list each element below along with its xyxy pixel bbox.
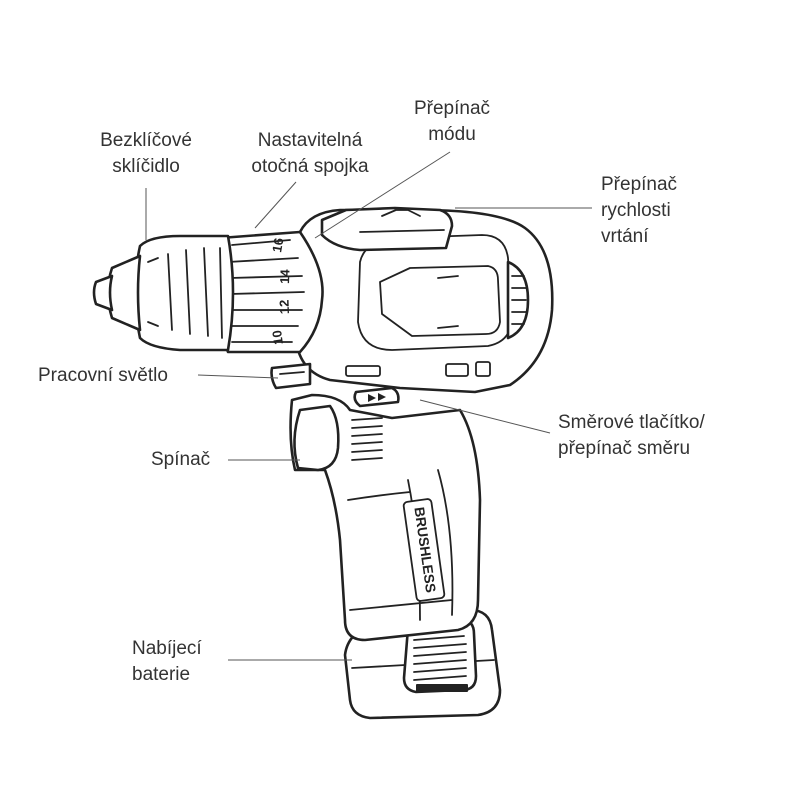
label-mode-switch: Přepínač módu bbox=[400, 96, 504, 148]
label-speed-switch: Přepínač rychlosti vrtání bbox=[601, 172, 677, 250]
svg-text:16: 16 bbox=[269, 237, 286, 254]
label-work-light: Pracovní světlo bbox=[38, 363, 168, 389]
clutch-numbers: 16 14 12 10 bbox=[269, 237, 292, 346]
label-line: Přepínač bbox=[601, 174, 678, 195]
label-line: otočná spojka bbox=[251, 156, 369, 177]
leader-lines bbox=[145, 151, 592, 661]
keyless-chuck bbox=[92, 234, 235, 352]
svg-text:14: 14 bbox=[277, 268, 293, 284]
side-vents bbox=[506, 260, 530, 340]
trigger bbox=[293, 404, 340, 472]
svg-text:12: 12 bbox=[277, 299, 292, 314]
label-adjustable-clutch: Nastavitelná otočná spojka bbox=[232, 128, 388, 180]
clutch-ring: 16 14 12 10 bbox=[213, 230, 324, 354]
label-line: módu bbox=[428, 124, 476, 145]
battery-vents bbox=[413, 635, 467, 681]
direction-switch bbox=[353, 386, 400, 408]
label-line: přepínač směru bbox=[558, 438, 691, 459]
label-line: Spínač bbox=[151, 449, 211, 470]
label-line: Nabíjecí bbox=[132, 638, 202, 659]
label-line: sklíčidlo bbox=[112, 156, 180, 177]
label-line: Pracovní světlo bbox=[38, 365, 168, 386]
label-line: vrtání bbox=[601, 226, 649, 247]
mode-switch bbox=[320, 206, 454, 252]
label-trigger: Spínač bbox=[151, 447, 210, 473]
label-direction-switch: Směrové tlačítko/ přepínač směru bbox=[558, 410, 705, 462]
label-keyless-chuck: Bezklíčové sklíčidlo bbox=[84, 128, 208, 180]
motor-housing bbox=[270, 206, 554, 394]
label-line: Přepínač bbox=[413, 98, 491, 119]
label-line: Nastavitelná bbox=[257, 130, 363, 151]
svg-text:10: 10 bbox=[269, 329, 286, 345]
label-battery: Nabíjecí baterie bbox=[132, 636, 202, 688]
label-line: baterie bbox=[132, 664, 191, 685]
handle-grip-vents bbox=[351, 417, 383, 461]
label-line: Směrové tlačítko/ bbox=[558, 412, 705, 433]
led-area bbox=[270, 361, 491, 390]
label-line: rychlosti bbox=[601, 200, 671, 221]
label-line: Bezklíčové bbox=[100, 130, 192, 151]
